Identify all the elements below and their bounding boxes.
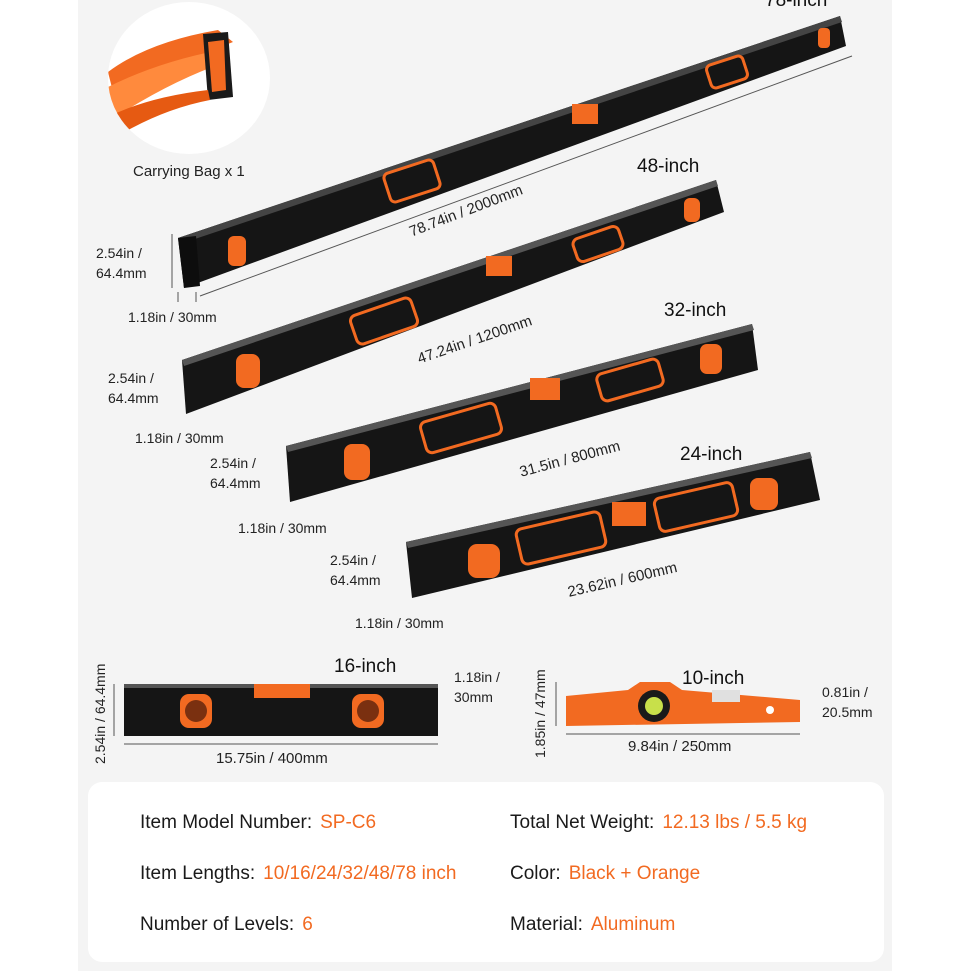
spec-color: Color:Black + Orange — [510, 863, 701, 884]
level-48-title: 48-inch — [637, 156, 700, 177]
level-10-length: 9.84in / 250mm — [628, 738, 732, 755]
level-48-image — [182, 180, 724, 414]
spec-material: Material:Aluminum — [510, 914, 676, 935]
level-78-title: 78-inch — [765, 0, 828, 11]
specs-card — [88, 782, 884, 962]
level-32-height: 2.54in / 64.4mm — [210, 455, 261, 491]
level-78-image — [171, 16, 853, 302]
level-10-depth: 0.81in / 20.5mm — [822, 684, 873, 720]
level-78-height: 2.54in / 64.4mm — [96, 245, 147, 281]
spec-item-lengths: Item Lengths:10/16/24/32/48/78 inch — [140, 863, 457, 884]
carrying-bag-image — [108, 2, 270, 154]
spec-number-of-levels: Number of Levels:6 — [140, 914, 313, 935]
level-48-height: 2.54in / 64.4mm — [108, 370, 159, 406]
level-16-title: 16-inch — [334, 656, 397, 677]
level-24-title: 24-inch — [680, 444, 743, 465]
spec-net-weight: Total Net Weight:12.13 lbs / 5.5 kg — [510, 812, 808, 833]
carrying-bag-label: Carrying Bag x 1 — [133, 163, 245, 180]
level-78-depth: 1.18in / 30mm — [128, 309, 217, 325]
spec-model-number: Item Model Number:SP-C6 — [140, 812, 377, 833]
level-24-image — [406, 452, 820, 598]
level-48-depth: 1.18in / 30mm — [135, 430, 224, 446]
level-16-image — [113, 684, 438, 745]
level-16-depth: 1.18in / 30mm — [454, 669, 500, 705]
level-10-title: 10-inch — [682, 668, 745, 689]
level-10-height: 1.85in / 47mm — [532, 669, 548, 758]
level-10-image — [555, 682, 800, 735]
level-16-length: 15.75in / 400mm — [216, 750, 328, 767]
level-24-height: 2.54in / 64.4mm — [330, 552, 381, 588]
level-24-depth: 1.18in / 30mm — [355, 615, 444, 631]
level-32-title: 32-inch — [664, 300, 727, 321]
level-32-image — [286, 324, 758, 502]
level-32-depth: 1.18in / 30mm — [238, 520, 327, 536]
